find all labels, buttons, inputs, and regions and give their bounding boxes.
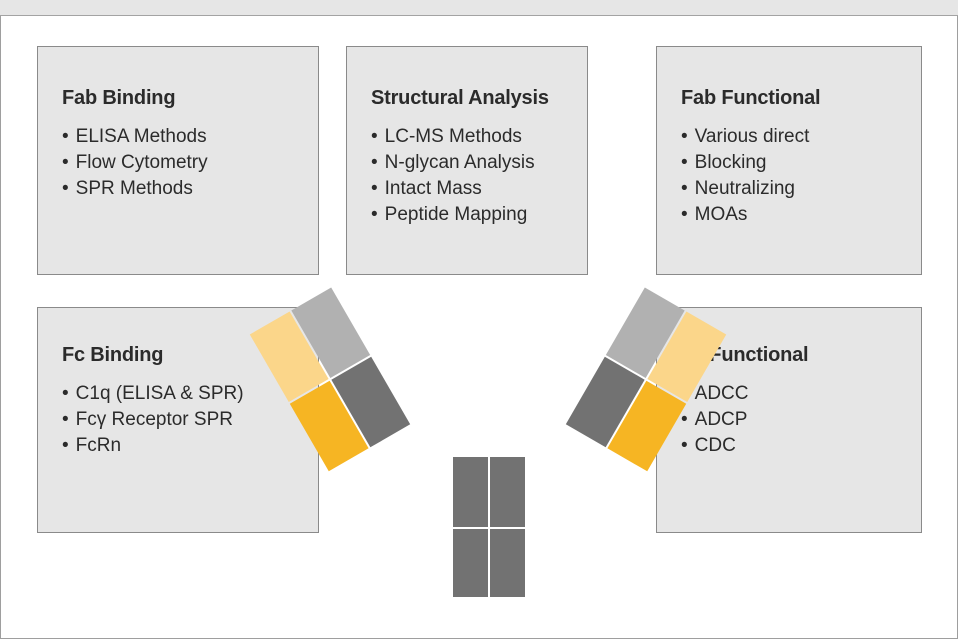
bullet: • bbox=[681, 178, 688, 199]
bullet: • bbox=[681, 204, 688, 225]
right-arm-light-gray-block bbox=[605, 287, 685, 379]
fab-binding-panel: Fab Binding • ELISA Methods • Flow Cytomet… bbox=[37, 46, 319, 275]
list-item-label: Blocking bbox=[694, 152, 767, 173]
list-item: • MOAs bbox=[681, 202, 897, 228]
right-arm-light-yellow-block bbox=[647, 311, 727, 403]
right-arm-dark-gray-block bbox=[565, 356, 645, 448]
list-item-label: Various direct bbox=[694, 126, 810, 147]
bullet: • bbox=[62, 435, 69, 456]
structural-analysis-title: Structural Analysis bbox=[371, 87, 549, 109]
bullet: • bbox=[62, 126, 69, 147]
bullet: • bbox=[62, 383, 69, 404]
fc-stem-block bbox=[453, 529, 488, 597]
bullet: • bbox=[681, 152, 688, 173]
bullet: • bbox=[62, 152, 69, 173]
list-item-label: ADCC bbox=[694, 383, 749, 404]
list-item: • ADCP bbox=[681, 407, 897, 433]
list-item-label: Peptide Mapping bbox=[384, 204, 528, 225]
list-item-label: ELISA Methods bbox=[75, 126, 207, 147]
list-item: • SPR Methods bbox=[62, 176, 294, 202]
list-item-label: FcRn bbox=[75, 435, 122, 456]
structural-analysis-panel: Structural Analysis • LC-MS Methods • N-gl… bbox=[346, 46, 588, 275]
left-arm-light-gray-block bbox=[291, 287, 371, 379]
bullet: • bbox=[371, 126, 378, 147]
left-arm-yellow-block bbox=[289, 380, 369, 472]
list-item-label: Intact Mass bbox=[384, 178, 482, 199]
bullet: • bbox=[62, 178, 69, 199]
list-item-label: MOAs bbox=[694, 204, 748, 225]
list-item: • Fcγ Receptor SPR bbox=[62, 407, 294, 433]
list-item: • Peptide Mapping bbox=[371, 202, 563, 228]
list-item: • Flow Cytometry bbox=[62, 150, 294, 176]
list-item: • Neutralizing bbox=[681, 176, 897, 202]
list-item: • Various direct bbox=[681, 124, 897, 150]
left-arm-dark-gray-block bbox=[331, 356, 411, 448]
list-item: • Blocking bbox=[681, 150, 897, 176]
fab-functional-list: •Various direct •Blocking •Neutralizing … bbox=[681, 124, 897, 228]
right-arm-yellow-block bbox=[607, 380, 687, 472]
bullet: • bbox=[681, 126, 688, 147]
list-item-label: Fcγ Receptor SPR bbox=[75, 409, 233, 430]
fab-functional-panel: Fab Functional • Various direct • Blocking… bbox=[656, 46, 922, 275]
list-item-label: ADCP bbox=[694, 409, 748, 430]
bullet: • bbox=[681, 409, 688, 430]
bullet: • bbox=[371, 178, 378, 199]
list-item: • N-glycan Analysis bbox=[371, 150, 563, 176]
fc-stem-block bbox=[490, 529, 525, 597]
bullet: • bbox=[681, 435, 688, 456]
left-fab-arm bbox=[249, 287, 411, 472]
bullet: • bbox=[371, 152, 378, 173]
fc-stem-block bbox=[490, 457, 525, 527]
list-item-label: Flow Cytometry bbox=[75, 152, 208, 173]
fab-binding-title: Fab Binding bbox=[62, 87, 176, 109]
fc-stem-block bbox=[453, 457, 488, 527]
list-item: • Intact Mass bbox=[371, 176, 563, 202]
bullet: • bbox=[62, 409, 69, 430]
bullet: • bbox=[371, 204, 378, 225]
list-item-label: LC-MS Methods bbox=[384, 126, 522, 147]
structural-analysis-list: • LC-MS Methods • N-glycan Analysis • Intac… bbox=[371, 124, 563, 228]
fab-binding-list: • ELISA Methods • Flow Cytometry • SPR Meth… bbox=[62, 124, 294, 202]
fc-functional-list: • ADCC • ADCP • CDC bbox=[681, 381, 897, 459]
list-item: • LC-MS Methods bbox=[371, 124, 563, 150]
list-item: • FcRn bbox=[62, 433, 294, 459]
list-item-label: Neutralizing bbox=[694, 178, 795, 199]
list-item-label: N-glycan Analysis bbox=[384, 152, 535, 173]
fc-binding-list: • C1q (ELISA & SPR) • Fcγ Receptor SPR • Fc… bbox=[62, 381, 294, 459]
list-item: • ELISA Methods bbox=[62, 124, 294, 150]
list-item-label: SPR Methods bbox=[75, 178, 193, 199]
list-item-label: CDC bbox=[694, 435, 736, 456]
right-fab-arm bbox=[565, 287, 727, 472]
list-item-label: C1q (ELISA & SPR) bbox=[75, 383, 244, 404]
left-arm-light-yellow-block bbox=[249, 311, 329, 403]
list-item: • CDC bbox=[681, 433, 897, 459]
fab-functional-title: Fab Functional bbox=[681, 87, 821, 109]
list-item: • C1q (ELISA & SPR) bbox=[62, 381, 294, 407]
top-bar bbox=[0, 0, 958, 16]
fc-binding-title: Fc Binding bbox=[62, 344, 164, 366]
